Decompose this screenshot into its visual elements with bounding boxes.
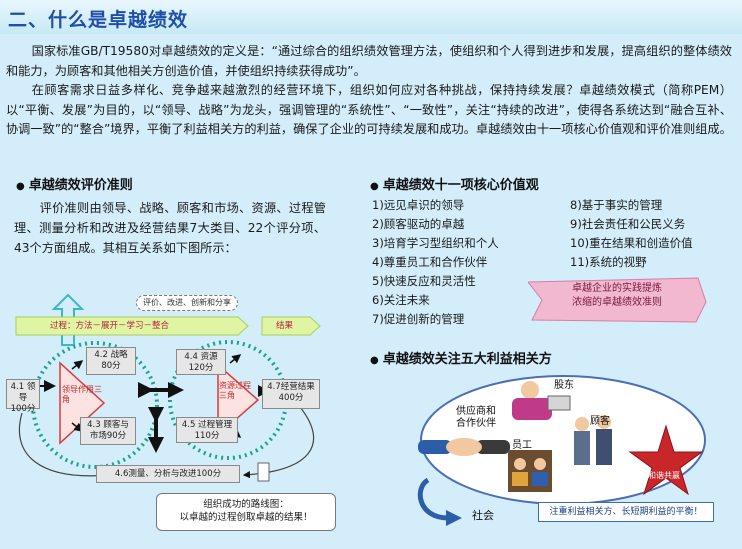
core-value-item: 6)关注未来 [372,293,430,307]
stakeholder-graphic [417,375,706,526]
criteria-diagram: 评价、改进、创新和分享 过程：方法－展开－学习－整合 结果 4.1 领导 100… [0,285,340,549]
stakeholder-supplier: 供应商和 合作伙伴 [446,406,506,430]
employee-icon [508,450,552,492]
core-value-item: 5)快速反应和灵活性 [372,274,476,288]
star-label: 和谐共赢 [648,471,680,480]
roadmap-line-2: 以卓越的过程创取卓越的结果！ [179,512,313,523]
box-measurement: 4.6测量、分析与改进100分 [96,465,240,483]
box-business-result: 4.7经营结果 400分 [262,379,320,409]
box-process-management: 4.5 过程管理 110分 [176,417,238,443]
bullet-icon: ● [370,355,379,366]
evaluation-pill: 评价、改进、创新和分享 [136,295,238,311]
shareholder-icon [512,381,571,420]
evaluation-heading-label: 卓越绩效评价准则 [28,178,133,193]
stakeholder-society: 社会 [472,509,494,522]
box-leadership: 4.1 领导 100分 [6,379,40,414]
banner-line-2: 浓缩的卓越绩效准则 [572,297,662,308]
intro-paragraph-1: 国家标准GB/T19580对卓越绩效的定义是：“通过综合的组织绩效管理方法，使组… [6,44,732,78]
core-value-item: 1)远见卓识的领导 [372,198,465,212]
supplier-line-2: 合作伙伴 [456,418,496,429]
title-bar: 二、什么是卓越绩效 [0,0,742,34]
banner-ribbon-icon [528,277,707,323]
stakeholders-heading-label: 卓越绩效关注五大利益相关方 [382,352,552,367]
stakeholder-shareholder: 股东 [554,380,574,391]
box-strategy: 4.2 战略 80分 [86,347,136,375]
stakeholder-employee: 员工 [512,440,532,451]
core-value-item: 4)尊重员工和合作伙伴 [372,255,488,269]
star-icon [628,424,704,496]
evaluation-text: 评价准则由领导、战略、顾客和市场、资源、过程管理、测量分析和改进及经营结果7大类… [14,201,326,255]
roadmap-box: 组织成功的路线图： 以卓越的过程创取卓越的结果！ [156,493,336,531]
roadmap-line-1: 组织成功的路线图： [203,499,289,510]
bullet-icon: ● [16,181,25,192]
core-value-item: 2)顾客驱动的卓越 [372,217,465,231]
intro-paragraph-2: 在顾客需求日益多样化、竞争越来越激烈的经营环境下，组织如何应对各种挑战，保持持续… [6,83,732,136]
supplier-line-1: 供应商和 [456,406,496,417]
result-band-icon [261,316,321,336]
evaluation-heading: ●卓越绩效评价准则 [16,174,133,193]
stakeholders-heading: ●卓越绩效关注五大利益相关方 [370,348,552,367]
core-values-heading-label: 卓越绩效十一项核心价值观 [382,178,539,193]
page-title: 二、什么是卓越绩效 [8,9,189,31]
core-value-item: 7)促进创新的管理 [372,312,465,326]
handshake-icon [418,438,510,456]
stakeholder-customer: 顾客 [590,416,610,427]
customer-icon [574,415,612,465]
leader-triangle-label: 领导作用三角 [62,385,102,404]
leader-triangle-ring [31,341,159,469]
diagram-graphics [15,293,321,482]
core-value-item: 3)培育学习型组织和个人 [372,236,499,250]
core-values-banner: 卓越企业的实践提炼 浓缩的卓越绩效准则 [536,282,698,320]
process-band-icon [15,316,249,336]
core-value-item: 11)系统的视野 [570,255,647,269]
bullet-icon: ● [370,181,379,192]
box-customer-market: 4.3 顾客与 市场90分 [80,417,136,445]
box-resource: 4.4 资源 120分 [176,349,226,375]
result-band-label: 结果 [276,321,294,331]
core-value-item: 9)社会责任和公民义务 [570,217,686,231]
core-values-list-right: 8)基于事实的管理 9)社会责任和公民义务 10)重在结果和创造价值 11)系统… [570,196,693,272]
banner-line-1: 卓越企业的实践提炼 [572,283,662,294]
core-value-item: 8)基于事实的管理 [570,198,663,212]
core-values-heading: ●卓越绩效十一项核心价值观 [370,174,539,193]
resource-triangle-label: 资源过程三角 [219,381,251,400]
process-band-label: 过程：方法－展开－学习－整合 [50,321,170,331]
intro-text: 国家标准GB/T19580对卓越绩效的定义是：“通过综合的组织绩效管理方法，使组… [6,42,732,140]
core-value-item: 10)重在结果和创造价值 [570,236,693,250]
stakeholder-footnote: 注重利益相关方、长短期利益的平衡！ [538,502,714,522]
core-values-list-left: 1)远见卓识的领导 2)顾客驱动的卓越 3)培育学习型组织和个人 4)尊重员工和… [372,196,499,329]
